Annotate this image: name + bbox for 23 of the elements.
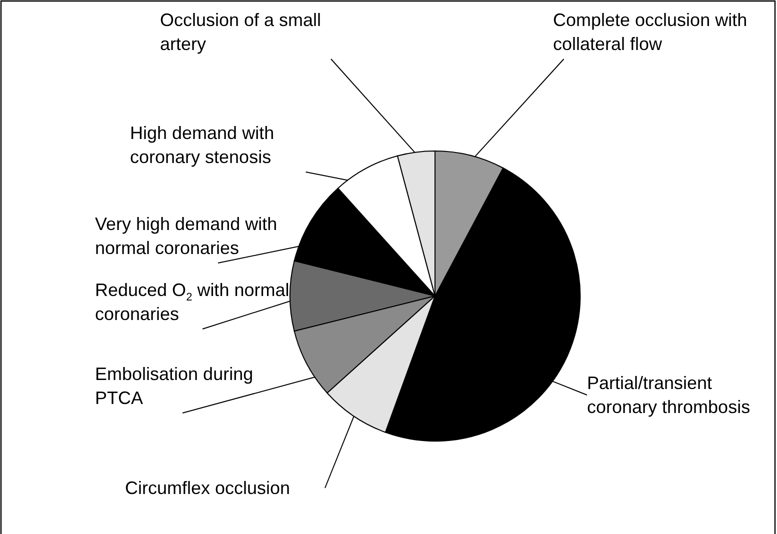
pie-slice bbox=[338, 155, 436, 296]
leader-line bbox=[552, 380, 588, 396]
leader-line bbox=[218, 246, 300, 264]
slice-label: Embolisation during PTCA bbox=[95, 362, 270, 410]
slice-label: Complete occlusion with collateral flow bbox=[553, 8, 768, 56]
leader-line bbox=[305, 172, 348, 181]
slice-label: Circumflex occlusion bbox=[125, 476, 325, 500]
pie-slice bbox=[294, 296, 436, 394]
leader-line bbox=[474, 58, 564, 158]
pie-slice bbox=[397, 150, 436, 296]
leader-line bbox=[182, 376, 316, 414]
pie-slice bbox=[326, 296, 436, 433]
slice-label: Occlusion of a small artery bbox=[160, 8, 350, 56]
leader-line bbox=[324, 416, 354, 488]
pie-slice bbox=[434, 150, 504, 296]
pie-slice bbox=[294, 188, 436, 296]
slice-label: Very high demand with normal coronaries bbox=[95, 212, 300, 260]
slice-label: Partial/transient coronary thrombosis bbox=[587, 371, 772, 419]
leader-line bbox=[330, 58, 416, 153]
slice-label: High demand with coronary stenosis bbox=[130, 121, 315, 169]
slice-label: Reduced O$_{2}$ with normal coronaries bbox=[95, 278, 310, 326]
pie-slice bbox=[290, 260, 436, 332]
leader-line bbox=[202, 300, 291, 330]
